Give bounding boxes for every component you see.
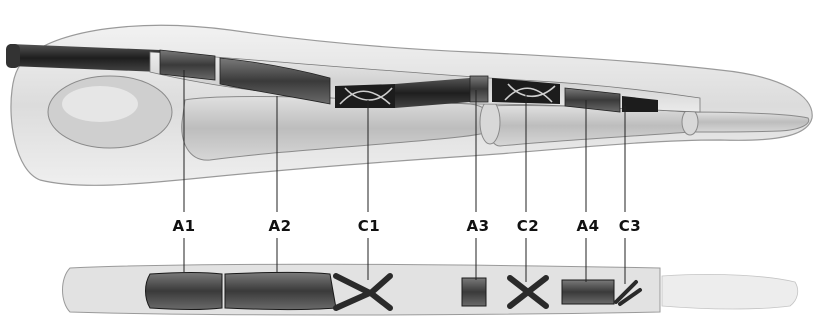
finger-lateral-view — [6, 25, 812, 185]
label-c3: C3 — [619, 217, 641, 235]
flexor-sheath-volar-view — [63, 264, 798, 315]
a3-pulley-volar — [462, 278, 486, 306]
label-a4: A4 — [576, 217, 599, 235]
a4-pulley-volar — [562, 280, 614, 304]
label-a1: A1 — [172, 217, 195, 235]
tendon-stub — [6, 44, 20, 68]
pip-joint — [480, 100, 500, 144]
label-c2: C2 — [517, 217, 539, 235]
metacarpal-head-highlight — [62, 86, 138, 122]
label-c1: C1 — [358, 217, 380, 235]
a1-pulley-volar — [146, 273, 223, 310]
distal-phalanx — [688, 112, 809, 132]
label-a2: A2 — [268, 217, 291, 235]
dip-joint — [682, 109, 698, 135]
a2-pulley-volar — [225, 273, 336, 310]
sheath-distal-tip — [662, 274, 798, 309]
a3-pulley-lateral — [470, 76, 488, 102]
c1-pulley-lateral — [335, 84, 395, 108]
pulley-labels: A1 A2 C1 A3 C2 A4 C3 — [172, 217, 641, 235]
label-a3: A3 — [466, 217, 489, 235]
